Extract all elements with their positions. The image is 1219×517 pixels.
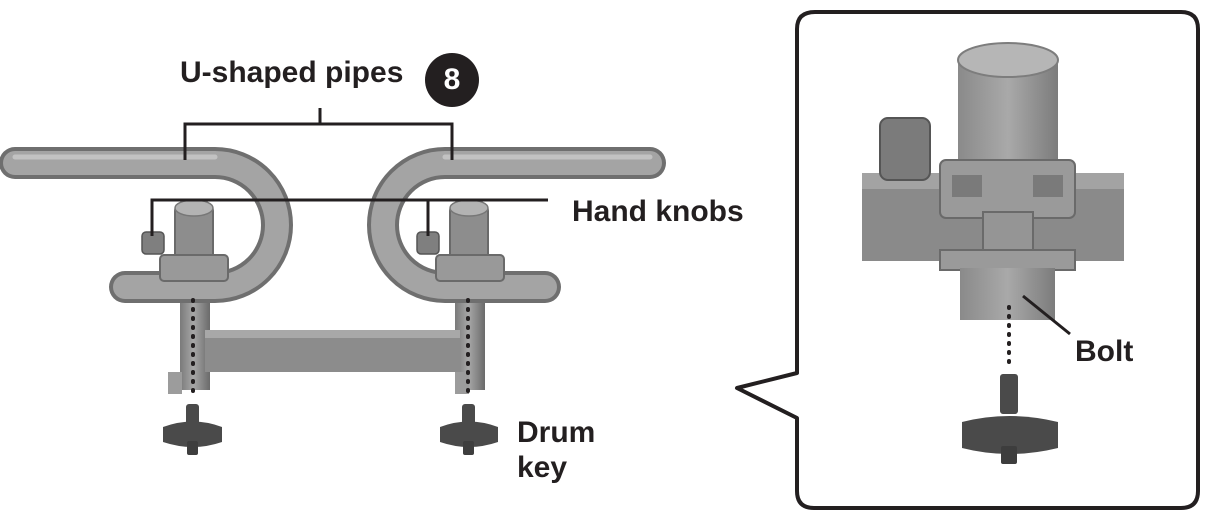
bolt-label: Bolt xyxy=(1075,335,1134,368)
drum-key-label: Drum key xyxy=(517,416,595,485)
bolt-leader xyxy=(1022,294,1071,336)
step-number-badge: 8 xyxy=(425,53,479,107)
u-shaped-pipes-label: U-shaped pipes xyxy=(180,56,404,89)
clamp-right-icon xyxy=(435,199,505,282)
hand-knobs-leader xyxy=(150,198,548,236)
drum-key-label-line1: Drum xyxy=(517,416,596,449)
hand-knobs-label: Hand knobs xyxy=(572,195,744,228)
u-shaped-pipe-right-icon xyxy=(367,147,666,303)
u-shaped-pipe-left-icon xyxy=(0,147,293,303)
drum-key-right-icon xyxy=(440,404,498,455)
drum-key-label-line2: key xyxy=(517,450,568,484)
clamp-left-icon xyxy=(159,199,229,282)
drum-key-left-icon xyxy=(163,404,222,455)
zoomed-clamp-icon xyxy=(862,42,1124,320)
zoomed-drum-key-icon xyxy=(962,374,1058,464)
